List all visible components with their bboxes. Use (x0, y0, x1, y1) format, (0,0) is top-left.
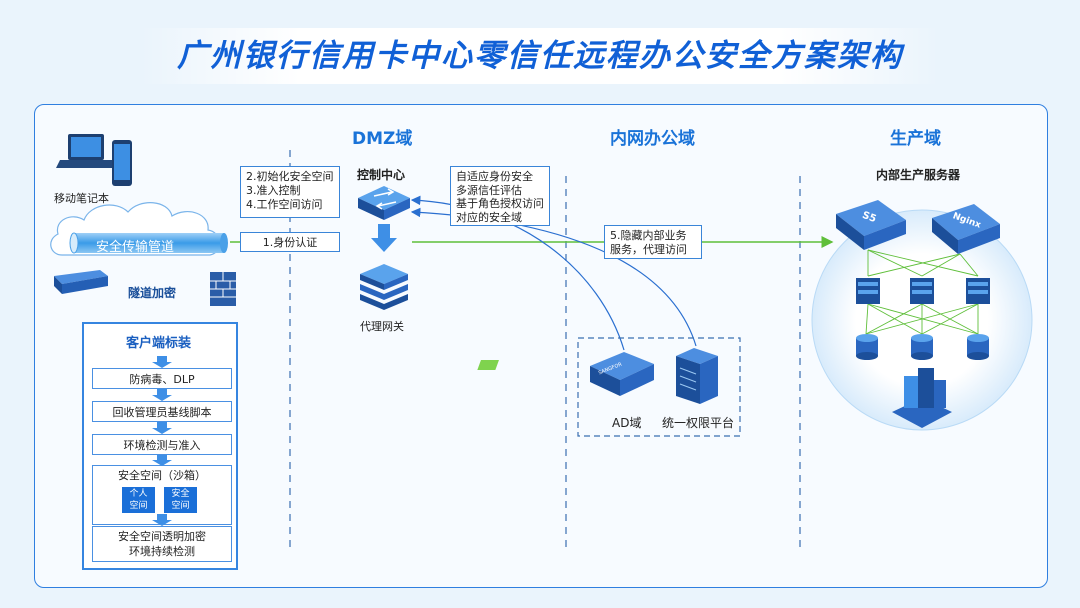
title-band (140, 28, 940, 84)
production-servers-label: 内部生产服务器 (876, 168, 961, 182)
app-server-icons (856, 278, 990, 304)
server-nginx-icon (932, 204, 1000, 254)
ad-domain-device-icon (477, 352, 654, 396)
intranet-devices-box (577, 337, 741, 437)
client-package-title: 客户端标装 (126, 336, 192, 351)
client-step-sandbox: 安全空间（沙箱） (92, 465, 232, 525)
database-icons (856, 334, 989, 360)
tunnel-encrypt-label: 隧道加密 (128, 286, 177, 300)
client-step-antivirus: 防病毒、DLP (92, 368, 232, 389)
production-mesh-lower (865, 303, 979, 335)
sandbox-label: 安全空间（沙箱） (118, 469, 206, 482)
zone-intranet-label: 内网办公域 (610, 129, 695, 149)
ad-domain-label: AD域 (612, 416, 642, 430)
laptop-icon (56, 134, 116, 168)
sandbox-secure-space: 安全空间 (164, 487, 197, 513)
secure-tunnel-pipe (69, 232, 228, 254)
tunnel-label: 安全传输管道 (96, 240, 175, 255)
hide-service-box: 5.隐藏内部业务服务，代理访问 (604, 225, 702, 259)
control-center-label: 控制中心 (357, 168, 406, 182)
server-s5-icon (836, 200, 906, 250)
page-title: 广州银行信用卡中心零信任远程办公安全方案架构 (177, 38, 903, 74)
zone-production-label: 生产域 (890, 129, 941, 149)
control-center-icon (358, 186, 410, 220)
permission-server-icon (676, 348, 718, 404)
data-center-building-icon (892, 368, 952, 428)
production-mesh-upper (867, 249, 979, 277)
firewall-device-icon (210, 272, 236, 306)
client-step-admin-baseline: 回收管理员基线脚本 (92, 401, 232, 422)
down-arrow-icon (371, 224, 397, 252)
client-step-env-check: 环境检测与准入 (92, 434, 232, 455)
proxy-gateway-icon (360, 264, 408, 310)
laptop-label: 移动笔记本 (54, 192, 109, 205)
client-step-encrypt-monitor: 安全空间透明加密环境持续检测 (92, 526, 232, 562)
switch-device-icon (54, 270, 108, 294)
zone-dmz-label: DMZ域 (352, 129, 413, 149)
proxy-gateway-label: 代理网关 (360, 320, 404, 333)
permission-platform-label: 统一权限平台 (662, 416, 735, 430)
sandbox-personal-space: 个人空间 (122, 487, 155, 513)
phone-icon (112, 140, 132, 186)
auth-step-box: 1.身份认证 (240, 232, 340, 252)
policy-box: 自适应身份安全多源信任评估基于角色授权访问对应的安全域 (450, 166, 550, 226)
